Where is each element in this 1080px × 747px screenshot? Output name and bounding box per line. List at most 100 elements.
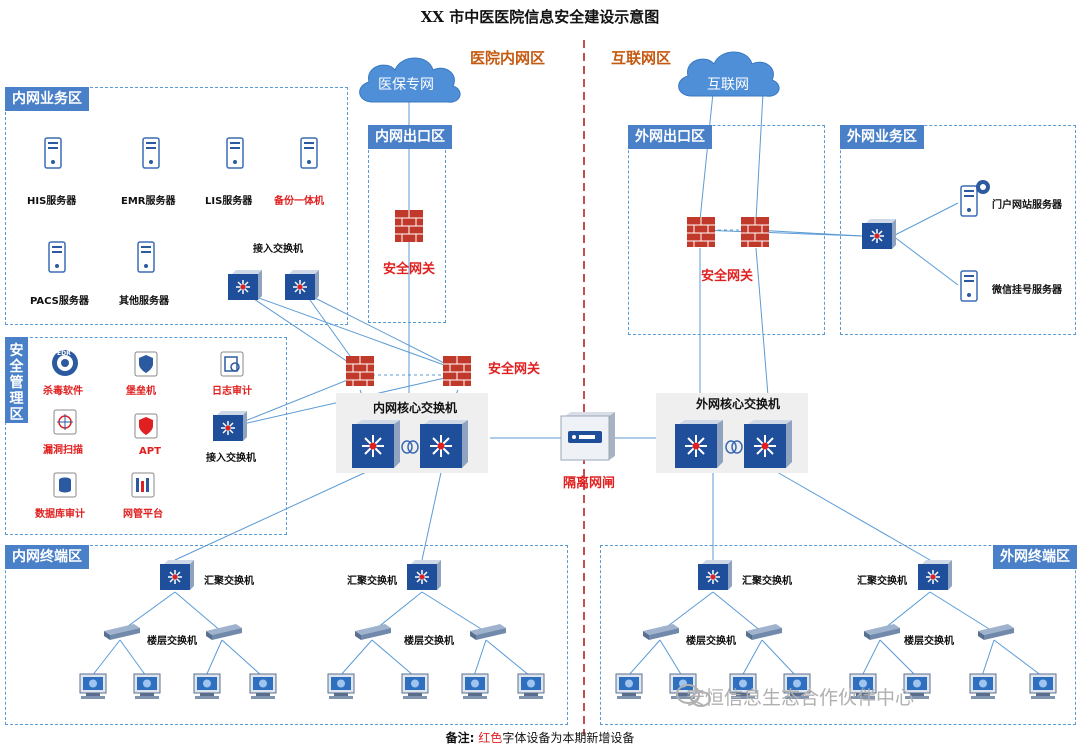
extranet-terminal-zone-tag: 外网终端区 (993, 545, 1077, 570)
floor-switch-icon-7 (864, 624, 900, 640)
bastion-host-label: 堡垒机 (126, 386, 156, 397)
pc-terminal-icon (969, 673, 997, 699)
internet-cloud-label: 互联网 (707, 77, 749, 93)
extranet-exit-gateway-label: 安全网关 (701, 269, 754, 284)
pc-terminal-icon (669, 673, 697, 699)
floor-switch-icon-6 (746, 624, 782, 640)
yibao-cloud-icon (359, 57, 461, 103)
pc-terminal-icon (249, 673, 277, 699)
antivirus-label: 杀毒软件 (43, 386, 83, 397)
intranet-exit-firewall-icon (395, 210, 423, 242)
internal-firewall-icon-1 (346, 356, 374, 386)
internal-region-label: 医院内网区 (470, 49, 546, 67)
emr-server-label: EMR服务器 (121, 196, 176, 207)
his-server-icon (44, 137, 62, 169)
floor-switch-icon-5 (643, 624, 679, 640)
yibao-cloud-label: 医保专网 (378, 77, 434, 93)
isolation-gap-icon (560, 412, 615, 461)
intranet-terminal-zone-tag: 内网终端区 (5, 545, 89, 570)
edr-badge-label: EDR (57, 350, 71, 357)
internal-firewall-icon-2 (443, 356, 471, 386)
pc-terminal-icon (849, 673, 877, 699)
agg-switch-icon-4 (918, 560, 952, 590)
watermark-text: 安恒信息生态合作伙伴中心 (686, 687, 915, 709)
external-core-switch-icon-1 (675, 420, 723, 468)
floor-switch-label-4: 楼层交换机 (904, 636, 954, 647)
apt-shield-icon (134, 413, 158, 439)
external-core-switch-icon-2 (744, 420, 792, 468)
footer-label: 备注: (445, 731, 475, 745)
floor-switch-label-3: 楼层交换机 (686, 636, 736, 647)
pc-terminal-icon (327, 673, 355, 699)
external-stack-link-icon (725, 440, 743, 454)
pc-terminal-icon (1029, 673, 1057, 699)
pc-terminal-icon (461, 673, 489, 699)
db-audit-icon (53, 472, 77, 498)
pacs-server-label: PACS服务器 (30, 296, 89, 307)
internal-gateway-label: 安全网关 (488, 362, 541, 377)
portal-server-icon (960, 180, 990, 217)
agg-switch-label-3: 汇聚交换机 (742, 576, 792, 587)
intranet-terminal-zone (5, 545, 568, 725)
pc-terminal-icon (729, 673, 757, 699)
floor-switch-icon-1 (104, 624, 140, 640)
bastion-host-icon (134, 351, 158, 377)
floor-switch-icon-3 (355, 624, 391, 640)
wechat-server-icon (960, 270, 978, 302)
intranet-business-zone-tag: 内网业务区 (5, 87, 89, 112)
floor-switch-icon-8 (978, 624, 1014, 640)
log-audit-icon (220, 351, 244, 377)
pc-terminal-icon (193, 673, 221, 699)
internal-stack-link-icon (401, 440, 419, 454)
internet-region-label: 互联网区 (611, 49, 672, 67)
access-switch-label: 接入交换机 (253, 244, 303, 255)
wechat-icon (676, 684, 711, 707)
pc-terminal-icon (903, 673, 931, 699)
intranet-exit-gateway-label: 安全网关 (383, 262, 436, 277)
mgmt-access-switch-label: 接入交换机 (206, 453, 256, 464)
access-switch-icon-1 (228, 270, 262, 300)
mgmt-access-switch-icon (213, 411, 247, 441)
agg-switch-label-1: 汇聚交换机 (204, 576, 254, 587)
internal-core-switch-icon-2 (420, 420, 468, 468)
security-mgmt-zone-tag: 安全管理区 (5, 337, 28, 423)
access-switch-icon-2 (285, 270, 319, 300)
security-mgmt-zone (5, 337, 287, 535)
his-server-label: HIS服务器 (27, 196, 77, 207)
pc-terminal-icon (133, 673, 161, 699)
log-audit-label: 日志审计 (212, 386, 252, 397)
pc-terminal-icon (615, 673, 643, 699)
agg-switch-icon-2 (407, 560, 441, 590)
antivirus-edr-icon (52, 350, 78, 376)
lis-server-label: LIS服务器 (205, 196, 253, 207)
portal-server-label: 门户网站服务器 (992, 200, 1062, 211)
pacs-server-icon (48, 241, 66, 273)
extranet-firewall-icon-2 (741, 217, 769, 247)
internal-core-switch-icon-1 (352, 420, 400, 468)
backup-appliance-label: 备份一体机 (274, 196, 324, 207)
extranet-firewall-icon-1 (687, 217, 715, 247)
external-core-label: 外网核心交换机 (696, 397, 781, 411)
internal-core-label: 内网核心交换机 (373, 401, 458, 415)
extranet-terminal-zone (600, 545, 1076, 725)
footer-text: 字体设备为本期新增设备 (502, 731, 635, 745)
pc-terminal-icon (401, 673, 429, 699)
floor-switch-label-2: 楼层交换机 (404, 636, 454, 647)
extranet-business-zone (840, 125, 1076, 335)
agg-switch-label-2: 汇聚交换机 (347, 576, 397, 587)
other-server-label: 其他服务器 (119, 296, 169, 307)
db-audit-label: 数据库审计 (35, 509, 85, 520)
extranet-exit-zone-tag: 外网出口区 (628, 125, 712, 150)
intranet-business-zone (5, 87, 348, 325)
extranet-exit-zone (628, 125, 825, 335)
extranet-business-zone-tag: 外网业务区 (840, 125, 924, 150)
diagram-title: XX 市中医医院信息安全建设示意图 (420, 8, 660, 26)
floor-switch-icon-2 (206, 624, 242, 640)
floor-switch-label-1: 楼层交换机 (147, 636, 197, 647)
pc-terminal-icon (517, 673, 545, 699)
agg-switch-icon-3 (698, 560, 732, 590)
agg-switch-label-4: 汇聚交换机 (857, 576, 907, 587)
intranet-exit-zone-tag: 内网出口区 (368, 125, 452, 150)
